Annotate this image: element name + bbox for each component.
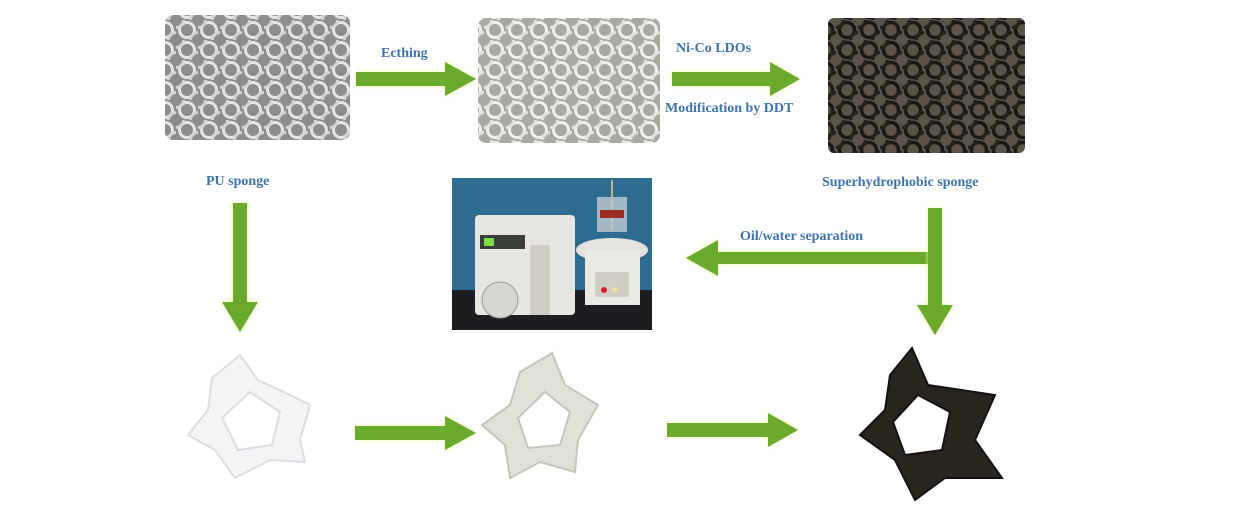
oil-water-setup-photo <box>452 178 652 330</box>
etched-cell-image <box>480 351 600 480</box>
etched-sponge-image <box>478 18 660 143</box>
arrow-bottom-2 <box>667 413 798 447</box>
label-etching: Ecthing <box>381 46 428 61</box>
arrow-bottom-1 <box>355 416 476 450</box>
superhydrophobic-cell-image <box>858 346 1004 502</box>
arrow-down-right <box>917 208 953 335</box>
pu-sponge-image <box>165 15 350 140</box>
arrow-down-left <box>222 203 258 332</box>
label-oil-water-separation: Oil/water separation <box>740 229 863 244</box>
arrow-etching <box>356 62 476 96</box>
superhydrophobic-sponge-image <box>828 18 1025 153</box>
pu-cell-image <box>186 353 312 480</box>
label-superhydrophobic-sponge: Superhydrophobic sponge <box>822 175 979 190</box>
label-modification-ddt: Modification by DDT <box>665 101 794 116</box>
arrow-oilwater <box>686 240 930 276</box>
label-nico-ldos: Ni-Co LDOs <box>676 41 752 56</box>
label-pu-sponge: PU sponge <box>206 174 269 189</box>
arrow-nico <box>672 62 800 96</box>
